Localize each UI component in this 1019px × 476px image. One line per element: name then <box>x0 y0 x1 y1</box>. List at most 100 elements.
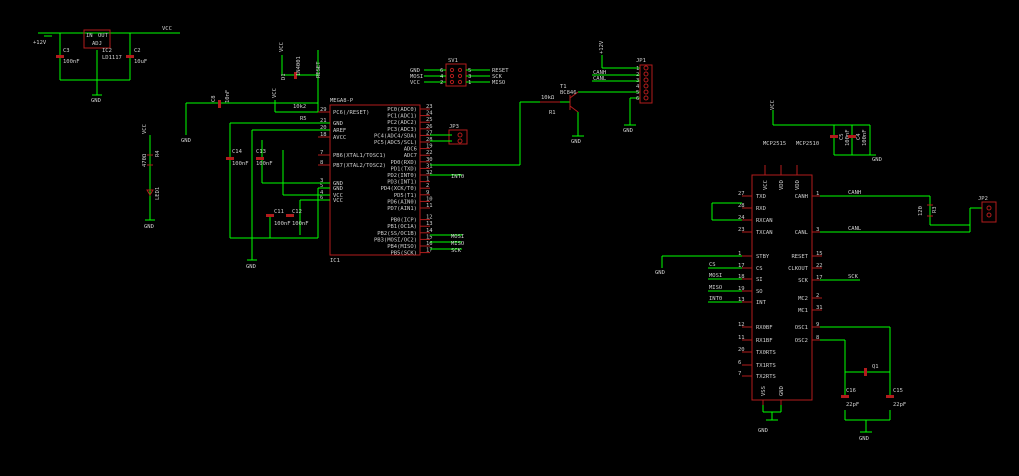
mcu-pin-name: PD4(XCK/T0) <box>381 186 417 192</box>
c3-value: 100nF <box>63 59 80 65</box>
mcu-pin-num: 14 <box>426 228 433 234</box>
mcu-pin-num: 17 <box>426 248 433 254</box>
can-pin-num: 31 <box>816 305 823 311</box>
can-alt-label: MCP2515 <box>763 141 786 147</box>
mcu-pin-num: 30 <box>426 157 433 163</box>
c8-plate <box>218 100 221 108</box>
can-top-pin: VDD <box>795 180 801 190</box>
can-pin-num: 2 <box>816 293 819 299</box>
t1-ref: T1 <box>560 84 567 90</box>
isp-left-label: VCC <box>410 80 420 86</box>
r120-value: 120 <box>918 206 924 216</box>
mcu-pin-num: 5 <box>320 183 323 189</box>
gnd-label-mcu: GND <box>246 264 256 270</box>
mcu-pin-name: PB4(MISO) <box>387 244 417 250</box>
c11-ref: C11 <box>274 209 284 215</box>
c16-ref: C16 <box>846 388 856 394</box>
c16-value: 22pF <box>846 402 859 408</box>
isp-left-label: MOSI <box>410 74 423 80</box>
c4-plate <box>848 135 856 138</box>
d1-ref: D1 <box>281 73 287 80</box>
mcu-pin-num: 8 <box>320 160 323 166</box>
can-section: MCP2515 MCP2510 VCC C5 100nF C4 100nF GN… <box>655 100 997 442</box>
jp3-body <box>448 129 468 145</box>
mcu-pin-name: ADC7 <box>404 153 417 159</box>
can-pin-name: RXCAN <box>756 218 773 224</box>
mcu-pin-name: PB3(MOSI/OC2) <box>374 237 417 243</box>
c12-value: 100nF <box>292 221 309 227</box>
mcu-value: MEGA8-P <box>330 98 354 104</box>
can-pin-name: CLKOUT <box>788 266 809 272</box>
c14-plate <box>226 157 234 160</box>
mcu-pin-num: 12 <box>426 215 433 221</box>
mcu-pin-name: PB7(XTAL2/TOSC2) <box>333 163 386 169</box>
can-pin-name: CANL <box>795 230 809 236</box>
can-pin-num: 24 <box>738 215 745 221</box>
mcu-pin-num: 25 <box>426 117 433 123</box>
c13-plate <box>256 157 264 160</box>
mcu-pin-name: ADC6 <box>404 147 417 153</box>
vcc-label-r5: VCC <box>272 88 278 98</box>
mcu-pin-num: 2 <box>426 183 429 189</box>
jp1-pin-num: 5 <box>636 90 639 96</box>
mcu-pin-name: PC1(ADC1) <box>387 114 417 120</box>
c2-ref: C2 <box>134 48 141 54</box>
can-pin-num: 18 <box>738 274 745 280</box>
can-net-cs: CS <box>709 262 716 268</box>
mcu-pin-num: 7 <box>320 150 323 156</box>
can-pin-num: 23 <box>738 227 745 233</box>
mcu-pin-num: 4 <box>320 190 324 196</box>
regulator-body <box>83 29 111 49</box>
can-pin-name: SO <box>756 289 763 295</box>
c11-plate <box>266 214 274 217</box>
c12-ref: C12 <box>292 209 302 215</box>
can-pin-num: 15 <box>816 251 823 257</box>
can-pin-name: MC1 <box>798 308 808 314</box>
jp1-ref: JP1 <box>636 58 646 64</box>
reg-pin-out: OUT <box>98 33 109 39</box>
isp-left-num: 6 <box>440 68 443 74</box>
r1-value: 10kΩ <box>541 95 555 101</box>
reg-value: LD1117 <box>102 55 122 61</box>
mcu-pin-num: 31 <box>426 163 433 169</box>
can-pin-num: 12 <box>738 322 745 328</box>
mcu-net-miso: MISO <box>451 241 464 247</box>
c5-plate <box>830 135 838 138</box>
can-top-pin: VDD <box>779 180 785 190</box>
c2-value: 10uF <box>134 59 147 65</box>
mcu-pin-num: 24 <box>426 111 433 117</box>
d1-symbol <box>294 72 297 79</box>
mcu-right-pins: 23PC0(ADC0)24PC1(ADC1)25PC2(ADC2)26PC3(A… <box>374 104 433 257</box>
mcu-pin-name: GND <box>333 121 343 127</box>
c15-value: 22pF <box>893 402 906 408</box>
led-symbol <box>146 189 154 196</box>
isp-right-num: 1 <box>468 80 471 86</box>
mcu-pin-num: 23 <box>426 104 433 110</box>
can-pin-num: 6 <box>738 360 741 366</box>
mcu-pin-name: PC2(ADC2) <box>387 120 417 126</box>
can-pin-num: 7 <box>738 371 741 377</box>
led-ref: LED1 <box>155 187 161 200</box>
mcu-pin-name: PD3(INT1) <box>387 180 417 186</box>
can-pin-name: SCK <box>798 278 809 284</box>
can-pin-name: INT <box>756 300 767 306</box>
gnd-label-jp1: GND <box>623 128 633 134</box>
can-pin-num: 11 <box>738 335 745 341</box>
mcu-pin-name: PD1(TXD) <box>391 166 418 172</box>
mcu-pin-num: 20 <box>320 125 327 131</box>
mcu-net-mosi: MOSI <box>451 234 464 240</box>
mcu-pin-name: AVCC <box>333 135 346 141</box>
can-pin-num: 8 <box>816 335 819 341</box>
can-pin-num: 9 <box>816 322 819 328</box>
mcu-body <box>329 104 421 256</box>
can-pin-name: OSC2 <box>795 338 808 344</box>
mcu-pin-num: 6 <box>320 195 323 201</box>
can-pin-name: STBY <box>756 254 770 260</box>
c2-plate <box>126 55 134 58</box>
